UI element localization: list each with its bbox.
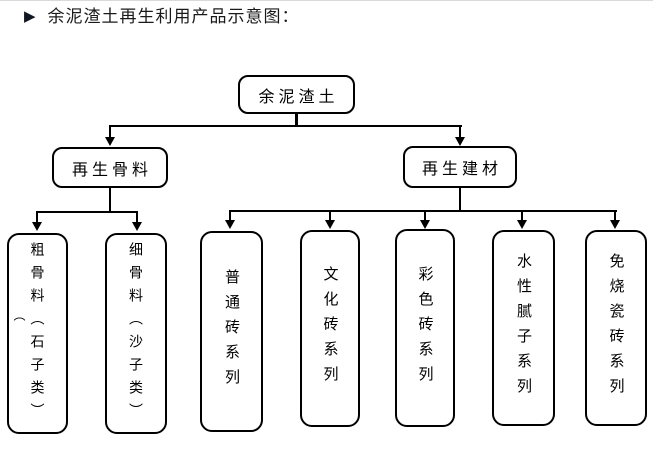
- leaf-culture-brick-label: 文化砖系列: [321, 266, 339, 391]
- leaf-ordinary-brick-series: 普通砖系列: [200, 231, 263, 432]
- arrowhead-down-icon: [105, 137, 115, 146]
- bullet-triangle-icon: ▶: [24, 8, 36, 25]
- arrowhead-down-icon: [610, 220, 620, 229]
- connector-putty-stem: [521, 212, 523, 221]
- arrowhead-down-icon: [455, 137, 465, 146]
- leaf-fine-aggregate-label: 细骨料（沙子类）: [128, 241, 144, 426]
- leaf-culture-brick-series: 文化砖系列: [300, 230, 360, 427]
- node-recycled-building-material: 再生建材: [403, 146, 517, 188]
- page-title: 余泥渣土再生利用产品示意图：: [47, 7, 300, 26]
- arrowhead-down-icon: [132, 222, 142, 231]
- connector-coarse-stem: [36, 213, 38, 223]
- connector-brick1-stem: [229, 212, 231, 221]
- leaf-colored-brick-series: 彩色砖系列: [395, 229, 455, 427]
- connector-fine-stem: [136, 213, 138, 223]
- page-title-row: ▶ 余泥渣土再生利用产品示意图：: [24, 6, 300, 28]
- node-recycled-aggregate: 再生骨料: [52, 147, 168, 188]
- leaf-unfired-tile-series: 免烧瓷砖系列: [585, 230, 647, 426]
- connector-root-stem: [295, 113, 298, 127]
- node-root-label: 余泥渣土: [258, 88, 339, 106]
- arrowhead-down-icon: [517, 220, 527, 229]
- leaf-unfired-tile-label: 免烧瓷砖系列: [607, 253, 625, 403]
- arrowhead-down-icon: [32, 222, 42, 231]
- arrowhead-down-icon: [325, 220, 335, 229]
- leaf-water-putty-series: 水性腻子系列: [492, 230, 555, 426]
- connector-aggregate-horizontal: [36, 211, 138, 213]
- arrowhead-down-icon: [225, 220, 235, 229]
- node-recycled-aggregate-label: 再生骨料: [71, 161, 152, 179]
- leaf-water-putty-label: 水性腻子系列: [515, 253, 532, 403]
- leaf-ordinary-brick-label: 普通砖系列: [223, 269, 240, 394]
- node-root: 余泥渣土: [238, 75, 355, 114]
- connector-tile-stem: [614, 212, 616, 221]
- connector-aggregate-stem: [109, 188, 111, 213]
- stray-paren-glyph: （: [12, 309, 26, 321]
- connector-brick3-stem: [424, 212, 426, 221]
- leaf-colored-brick-label: 彩色砖系列: [416, 265, 434, 391]
- leaf-coarse-aggregate: 粗骨料（石子类） （: [7, 233, 68, 434]
- connector-right-branch-stem: [459, 127, 461, 138]
- connector-brick2-stem: [329, 212, 331, 221]
- connector-material-stem: [459, 188, 461, 212]
- connector-material-horizontal: [229, 210, 617, 212]
- leaf-coarse-aggregate-label: 粗骨料（石子类）: [29, 241, 46, 426]
- node-recycled-building-material-label: 再生建材: [421, 161, 502, 178]
- leaf-fine-aggregate: 细骨料（沙子类）: [105, 233, 167, 434]
- arrowhead-down-icon: [420, 220, 430, 229]
- connector-level2-horizontal: [109, 125, 462, 127]
- connector-left-branch-stem: [109, 127, 111, 138]
